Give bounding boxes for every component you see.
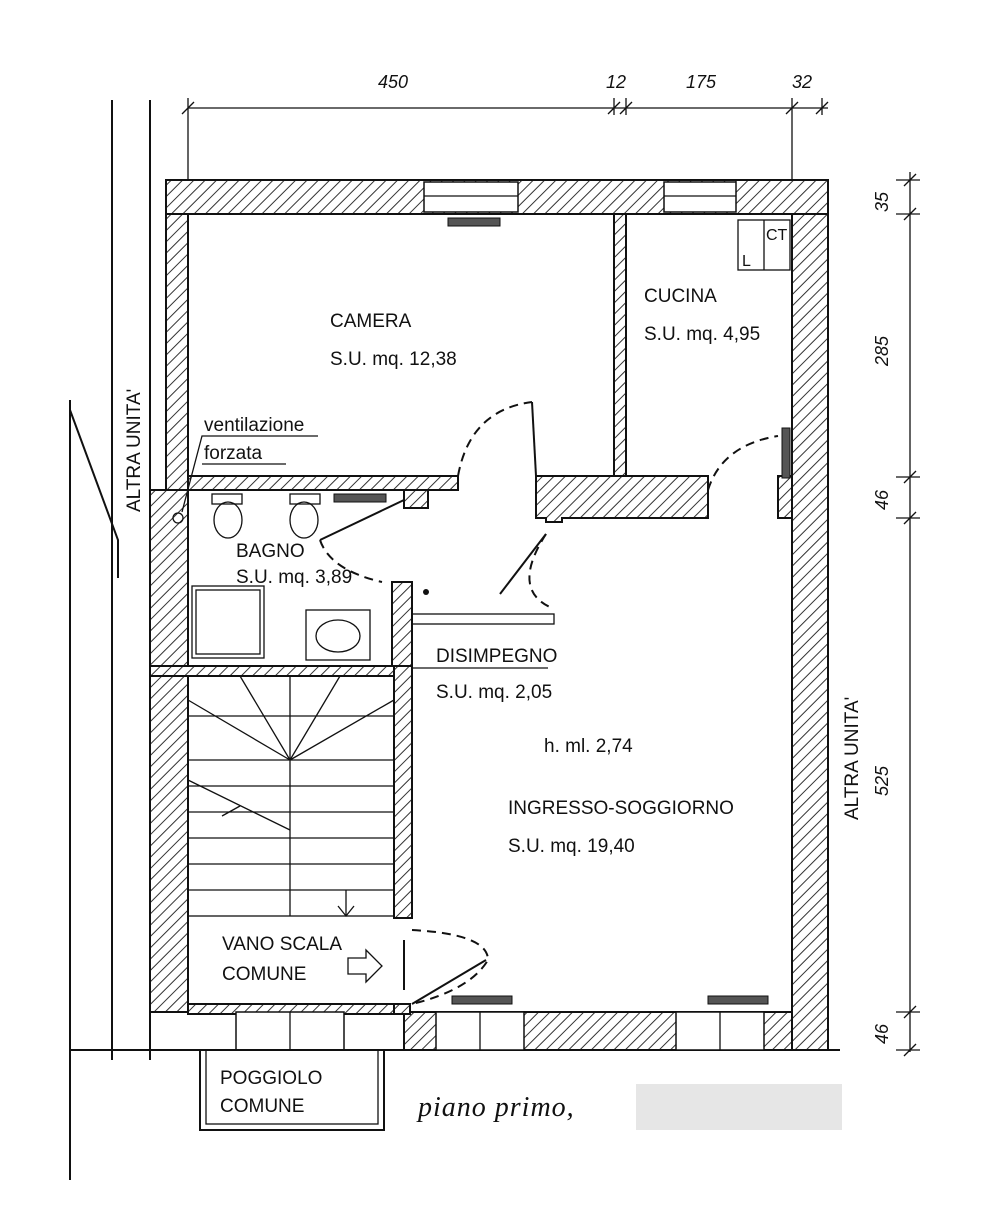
right-dimension-line: 35 285 46 525 46 [872,172,920,1057]
radiator-camera [447,217,501,227]
dim-top-12: 12 [606,72,626,92]
ventilazione-label-1: ventilazione [204,415,304,436]
radiator-soggiorno-1 [451,995,513,1005]
bagno-area: S.U. mq. 3,89 [236,567,352,588]
radiators [333,217,791,1005]
radiator-cucina [781,427,791,479]
kitchen-appliance-box: L CT [737,219,791,271]
bidet-icon [289,493,321,505]
plan-title: piano primo, [416,1092,575,1123]
poggiolo-line-2: COMUNE [220,1096,304,1117]
dim-top-32: 32 [792,72,812,92]
ventilation-leader [181,435,318,513]
staircase [187,675,395,918]
appliance-l-label: L [742,253,751,270]
radiator-soggiorno-2 [707,995,769,1005]
appliance-ct-label: CT [766,227,788,244]
cucina-area: S.U. mq. 4,95 [644,324,760,345]
ventilation-icon [172,512,184,524]
poggiolo-balcony [199,1049,385,1131]
windows [235,181,765,1051]
room-labels: CAMERA S.U. mq. 12,38 CUCINA S.U. mq. 4,… [204,286,863,1117]
doors [319,401,779,1005]
ventilazione-label-2: forzata [204,443,263,464]
soggiorno-height: h. ml. 2,74 [544,736,633,757]
bathroom-fixtures [172,493,429,661]
toilet-icon [211,493,243,505]
camera-name: CAMERA [330,311,412,332]
top-dimension-line: 450 12 175 32 [181,72,829,180]
shower-tray-icon [191,585,265,659]
altra-unita-left-label: ALTRA UNITA' [124,389,145,512]
vano-scala-line-1: VANO SCALA [222,934,342,955]
dim-right-285: 285 [872,335,892,367]
redacted-block [636,1084,842,1130]
dim-top-175: 175 [686,72,717,92]
poggiolo-line-1: POGGIOLO [220,1068,322,1089]
camera-area: S.U. mq. 12,38 [330,349,457,370]
washbasin-icon [305,609,371,661]
dim-top-450: 450 [378,72,408,92]
radiator-bagno [333,493,387,503]
exterior-walls [149,179,829,1051]
cucina-name: CUCINA [644,286,717,307]
soggiorno-area: S.U. mq. 19,40 [508,836,635,857]
dim-right-525: 525 [872,765,892,796]
dim-right-35: 35 [872,191,892,212]
vano-scala-line-2: COMUNE [222,964,306,985]
disimpegno-name: DISIMPEGNO [436,646,557,667]
altra-unita-right-label: ALTRA UNITA' [842,697,863,820]
entry-arrow-icon [347,940,405,990]
dim-right-46a: 46 [872,489,892,510]
bagno-name: BAGNO [236,541,305,562]
dim-right-46b: 46 [872,1023,892,1044]
disimpegno-area: S.U. mq. 2,05 [436,682,552,703]
soggiorno-name: INGRESSO-SOGGIORNO [508,798,734,819]
